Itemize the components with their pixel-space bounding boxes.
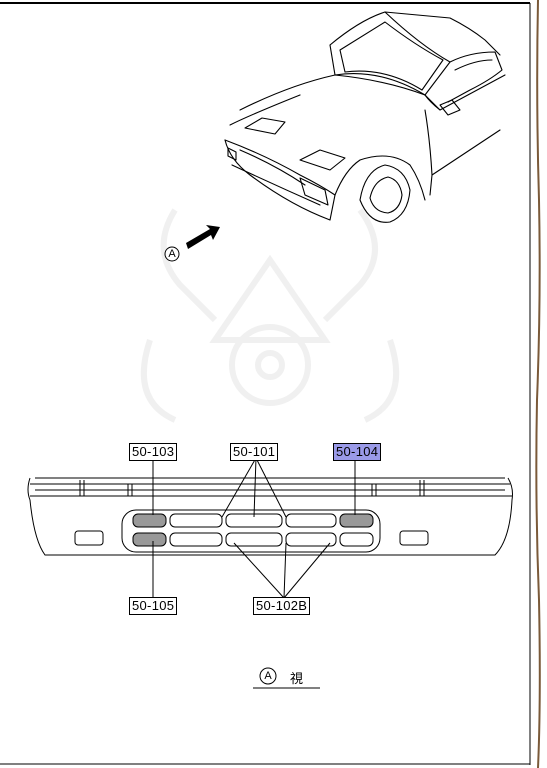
leader-lines (152, 457, 356, 599)
callout-50-102b: 50-102B (253, 597, 311, 615)
front-bumper (27, 477, 513, 556)
caption-marker-circle (259, 667, 277, 685)
callout-50-101: 50-101 (230, 443, 279, 461)
view-caption: 視 (290, 672, 304, 687)
watermark-emblem (140, 208, 400, 423)
callout-50-104: 50-104 (333, 443, 382, 461)
callout-50-103: 50-103 (129, 443, 178, 461)
view-arrow-icon (186, 225, 220, 249)
view-marker-circle (164, 246, 180, 262)
page-edge (535, 0, 541, 768)
grille-lower-left (132, 532, 167, 547)
car-illustration (224, 11, 506, 223)
view-marker-letter: A (168, 248, 176, 260)
grille-upper-right (339, 513, 374, 528)
grille-upper-left (132, 513, 167, 528)
callout-50-105: 50-105 (129, 597, 178, 615)
caption-marker-letter: A (264, 670, 272, 682)
